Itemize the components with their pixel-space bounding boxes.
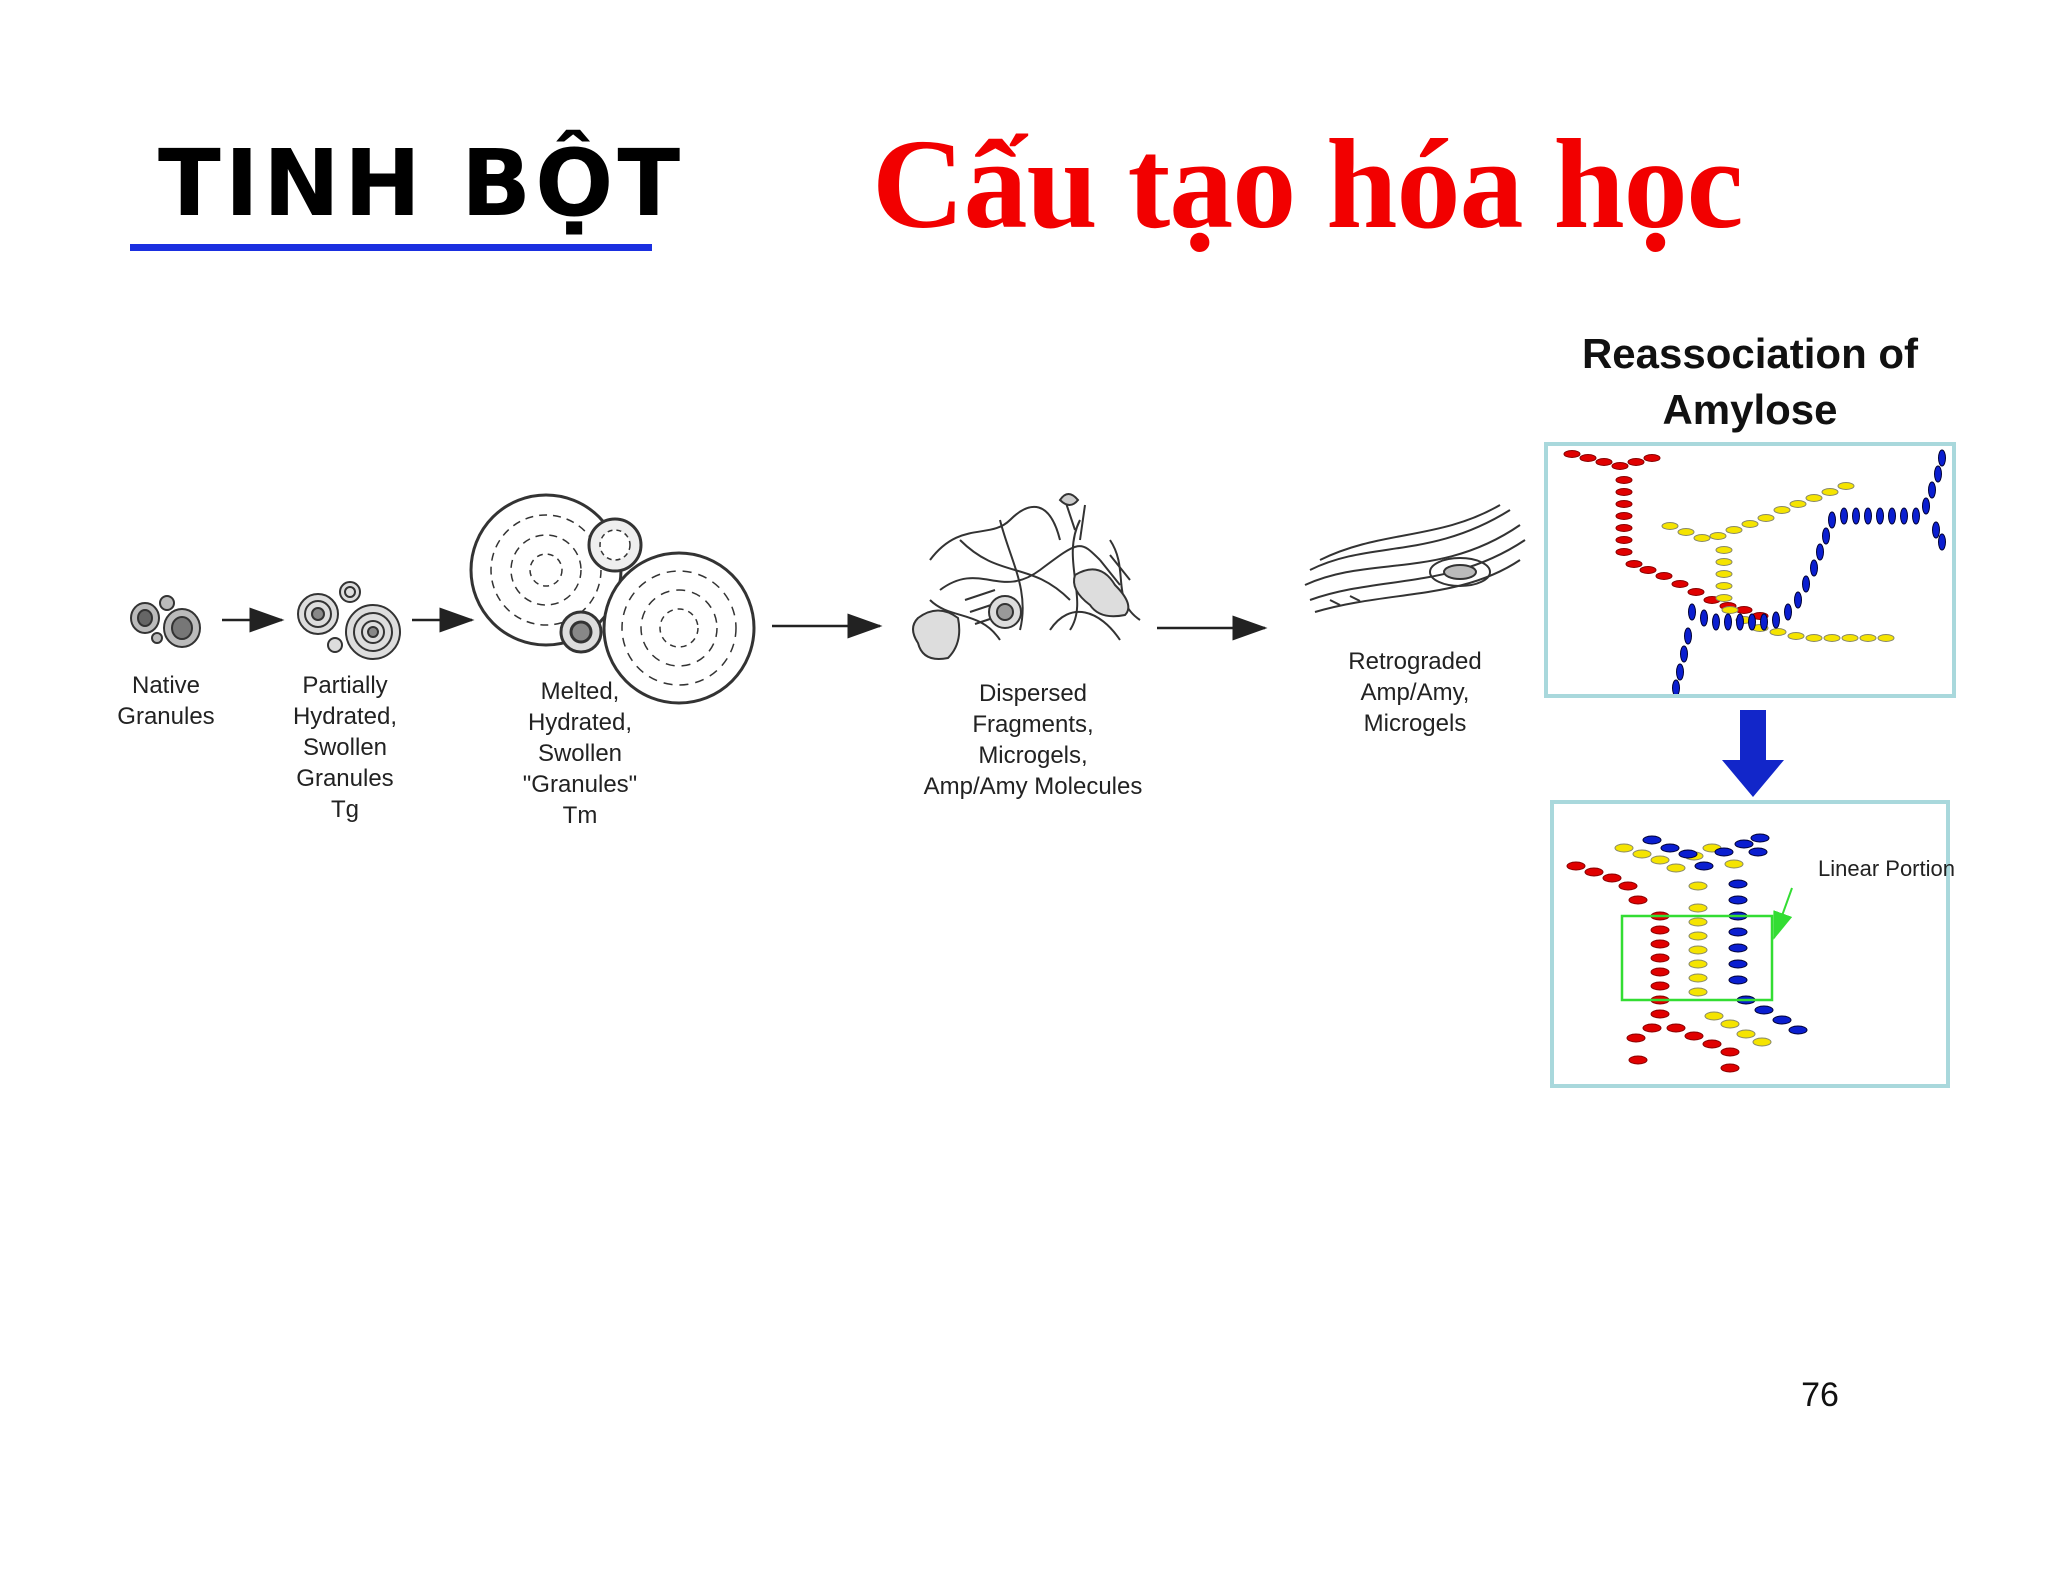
slide-subtitle: Cấu tạo hóa học bbox=[872, 113, 1743, 255]
partially-hydrated-granules-icon bbox=[297, 581, 401, 660]
retrograded-microgels-icon bbox=[1304, 504, 1526, 613]
linear-portion-label: Linear Portion bbox=[1818, 856, 1955, 881]
dispersed-fragments-icon bbox=[912, 493, 1141, 660]
reassociation-title: Reassociation of Amylose bbox=[1581, 330, 1919, 433]
stage-label-dispersed: Dispersed Fragments, Microgels, Amp/Amy … bbox=[923, 680, 1143, 800]
branched-chains-drawing bbox=[1563, 449, 1946, 694]
stage-label-partially-hydrated: Partially Hydrated, Swollen Granules Tg bbox=[292, 672, 398, 823]
title-underline bbox=[130, 244, 652, 251]
slide-topic-title: TINH BỘT bbox=[158, 130, 685, 237]
callout-arrow bbox=[1773, 887, 1793, 940]
amylose-branched-panel bbox=[1544, 442, 1956, 698]
stage-label-melted: Melted, Hydrated, Swollen "Granules" Tm bbox=[522, 678, 638, 829]
linear-portion-highlight bbox=[1620, 914, 1774, 1002]
swollen-granules-icon bbox=[469, 493, 756, 705]
associated-chains-drawing bbox=[1566, 833, 1808, 1073]
amylose-linear-panel: Linear Portion bbox=[1550, 800, 1955, 1088]
down-arrow-icon bbox=[1722, 710, 1784, 797]
page-number: 76 bbox=[1801, 1376, 1839, 1414]
stage-label-native: Native Granules bbox=[117, 672, 215, 730]
stage-label-retrograded: Retrograded Amp/Amy, Microgels bbox=[1348, 648, 1482, 737]
native-granules-icon bbox=[130, 595, 201, 648]
